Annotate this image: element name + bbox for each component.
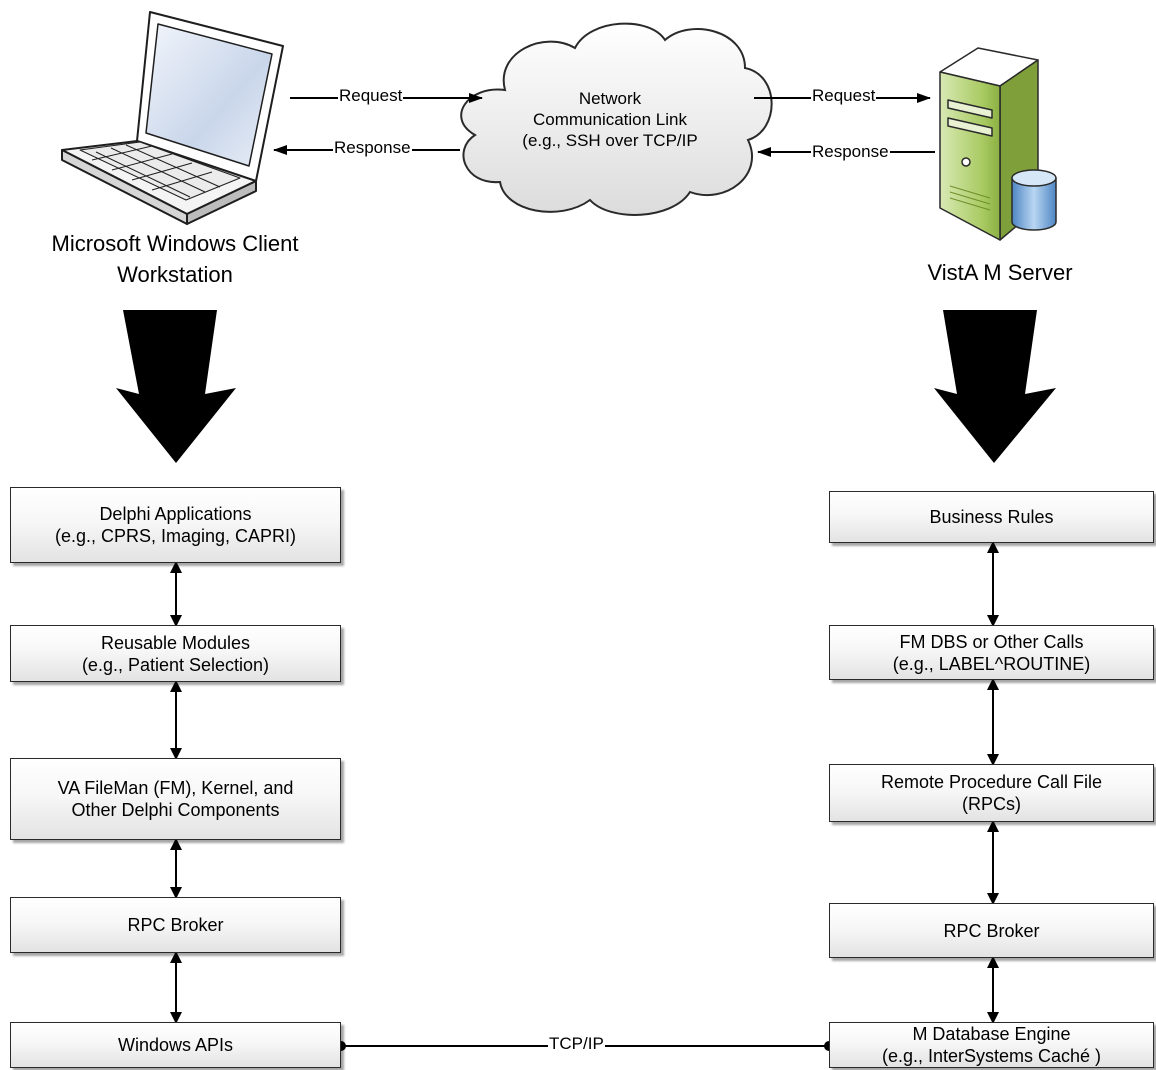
network-line-3: (e.g., SSH over TCP/IP [522, 131, 698, 150]
big-down-arrow-icon [934, 310, 1056, 463]
client-rpc-broker-box: RPC Broker [10, 897, 341, 953]
network-link-label: Network Communication Link (e.g., SSH ov… [480, 88, 740, 151]
request-label-left: Request [338, 86, 404, 106]
server-caption: VistA M Server [927, 260, 1073, 285]
business-rules-box: Business Rules [829, 491, 1154, 543]
network-line-1: Network [578, 89, 642, 108]
laptop-icon [61, 11, 284, 225]
remote-procedure-call-file-box: Remote Procedure Call File (RPCs) [829, 764, 1154, 822]
m-database-engine-box: M Database Engine (e.g., InterSystems Ca… [829, 1022, 1154, 1068]
reusable-modules-box: Reusable Modules (e.g., Patient Selectio… [10, 625, 341, 682]
response-label-right: Response [811, 142, 890, 162]
server-rpc-broker-box: RPC Broker [829, 903, 1154, 958]
server-tower-with-database-icon [939, 47, 1057, 241]
request-label-right: Request [811, 86, 877, 106]
delphi-applications-box: Delphi Applications (e.g., CPRS, Imaging… [10, 487, 341, 563]
client-caption: Microsoft Windows Client Workstation [20, 228, 330, 290]
big-down-arrow-icon [116, 310, 236, 463]
fm-dbs-calls-box: FM DBS or Other Calls (e.g., LABEL^ROUTI… [829, 625, 1154, 680]
response-label-left: Response [333, 138, 412, 158]
network-line-2: Communication Link [532, 110, 687, 129]
cloud-icon [460, 22, 773, 216]
tcp-ip-label: TCP/IP [548, 1034, 605, 1054]
windows-apis-box: Windows APIs [10, 1022, 341, 1068]
client-caption-line-1: Microsoft Windows Client [51, 231, 299, 256]
fileman-kernel-box: VA FileMan (FM), Kernel, and Other Delph… [10, 758, 341, 840]
client-caption-line-2: Workstation [117, 262, 233, 287]
